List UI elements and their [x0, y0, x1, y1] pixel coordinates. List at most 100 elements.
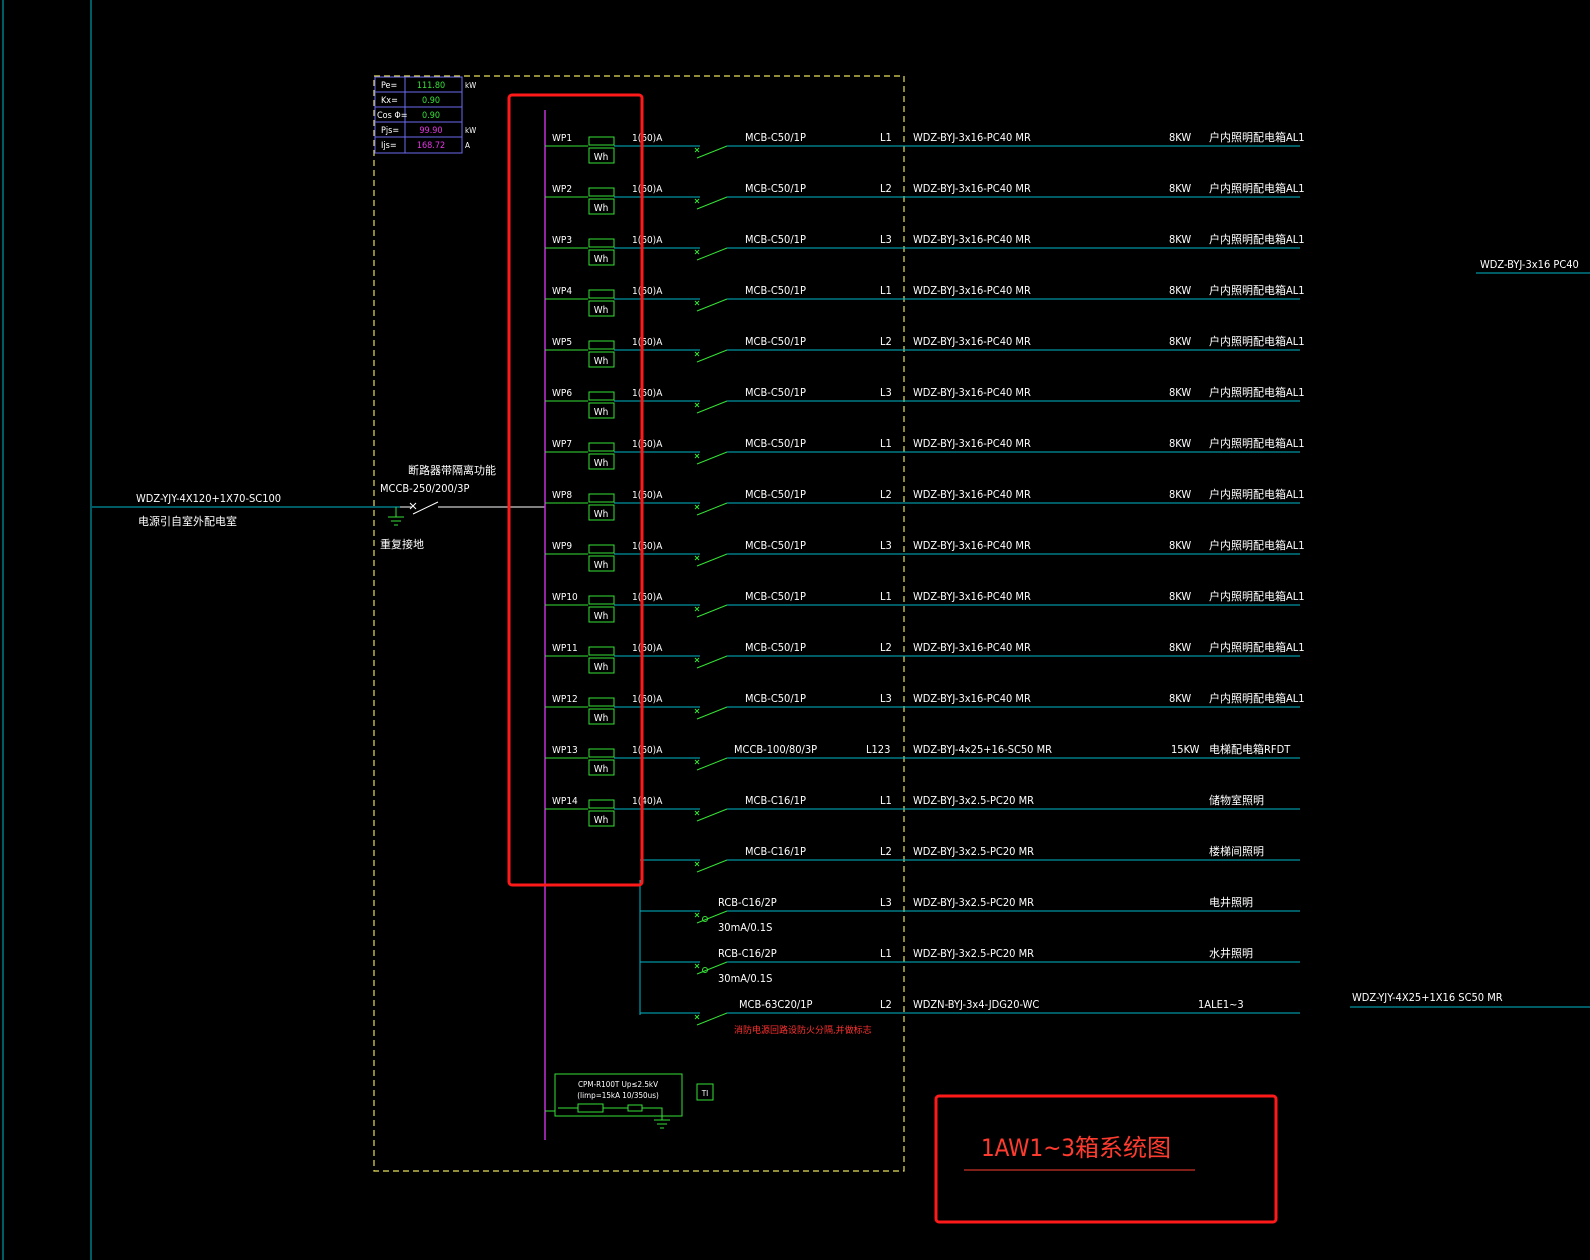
fire-circuit-note: 消防电源回路设防火分隔,并做标志 [734, 1024, 872, 1036]
breaker-label: RCB-C16/2P [718, 896, 777, 909]
breaker-blade [696, 910, 728, 924]
phase-label: L1 [880, 794, 892, 807]
cable-label: WDZ-BYJ-4x25+16-SC50 MR [913, 743, 1052, 756]
param-label: Kx= [381, 96, 398, 106]
breaker-blade [696, 145, 728, 159]
breaker-label: MCB-63C20/1P [739, 998, 813, 1011]
phase-label: L1 [880, 284, 892, 297]
meter-window [588, 136, 615, 146]
meter-rating: 1(60)A [632, 745, 663, 756]
cable-label: WDZ-BYJ-3x2.5-PC20 MR [913, 896, 1034, 909]
cable-label: WDZ-BYJ-3x16-PC40 MR [913, 539, 1031, 552]
cable-label: WDZ-BYJ-3x16-PC40 MR [913, 488, 1031, 501]
cable-label: WDZ-BYJ-3x16-PC40 MR [913, 641, 1031, 654]
breaker-cross-icon [694, 249, 700, 255]
phase-label: L3 [880, 692, 892, 705]
breaker-cross-icon [694, 402, 700, 408]
meter-icon [588, 708, 615, 725]
param-value: 111.80 [417, 81, 445, 91]
spd-rating: (Iimp=15kA 10/350us) [577, 1091, 659, 1100]
load-label: 户内照明配电箱AL1 [1209, 130, 1305, 144]
circuit-id: WP1 [552, 133, 572, 144]
load-label: 户内照明配电箱AL1 [1209, 181, 1305, 195]
breaker-label: MCB-C50/1P [745, 590, 806, 603]
phase-label: L2 [880, 182, 892, 195]
phase-label: L3 [880, 233, 892, 246]
meter-icon [588, 504, 615, 521]
parameter-table: Pe= 111.80 kW Kx= 0.90 Cos Φ= 0.90 Pjs= … [374, 76, 476, 154]
circuit-id: WP11 [552, 643, 578, 654]
meter-icon [588, 810, 615, 827]
param-value: 99.90 [419, 126, 442, 136]
spd-ground-icon [654, 1119, 670, 1129]
breaker-label: MCB-C50/1P [745, 233, 806, 246]
meter-icon [588, 249, 615, 266]
spd-tag: TI [701, 1089, 709, 1098]
highlight-meters-box [507, 93, 644, 887]
phase-label: L3 [880, 386, 892, 399]
meter-label: Wh [594, 713, 609, 724]
circuit-id: WP10 [552, 592, 578, 603]
breaker-cross-icon [694, 606, 700, 612]
incoming-feeder: WDZ-YJY-4X120+1X70-SC100 电源引自室外配电室 断路器带隔… [92, 463, 545, 551]
meter-label: Wh [594, 560, 609, 571]
breaker-label: MCB-C50/1P [745, 335, 806, 348]
breaker-blade [696, 247, 728, 261]
cable-label: WDZ-BYJ-3x16-PC40 MR [913, 335, 1031, 348]
power-label: 8KW [1169, 437, 1191, 450]
meter-label: Wh [594, 254, 609, 265]
meter-label: Wh [594, 509, 609, 520]
circuit-id: WP4 [552, 286, 572, 297]
cable-label: WDZ-BYJ-3x16-PC40 MR [913, 284, 1031, 297]
breaker-cross-icon [694, 147, 700, 153]
breaker-blade [696, 757, 728, 771]
breaker-label: MCB-C50/1P [745, 539, 806, 552]
spd-model: CPM-R100T Up≤2.5kV [578, 1080, 658, 1089]
cable-label: WDZ-BYJ-3x16-PC40 MR [913, 692, 1031, 705]
breaker-label: MCB-C50/1P [745, 386, 806, 399]
breaker-blade [696, 706, 728, 720]
phase-label: L2 [880, 998, 892, 1011]
circuit-id: WP7 [552, 439, 572, 450]
breaker-cross-icon [694, 300, 700, 306]
breaker-cross-icon [694, 912, 700, 918]
spd-tag-box [696, 1083, 714, 1101]
breaker-blade [696, 502, 728, 516]
load-label: 楼梯间照明 [1209, 844, 1264, 858]
meter-window [588, 748, 615, 758]
panel-frame [373, 75, 905, 1172]
phase-label: L1 [880, 131, 892, 144]
rcd-icon [702, 967, 708, 973]
load-label: 户内照明配电箱AL1 [1209, 487, 1305, 501]
meter-rating: 1(40)A [632, 796, 663, 807]
breaker-cross-icon [694, 351, 700, 357]
meter-rating: 1(60)A [632, 694, 663, 705]
load-label: 户内照明配电箱AL1 [1209, 436, 1305, 450]
ground-icon [388, 507, 404, 526]
breaker-cross-icon [694, 963, 700, 969]
power-label: 8KW [1169, 488, 1191, 501]
meter-icon [588, 147, 615, 164]
breaker-label: MCB-C50/1P [745, 692, 806, 705]
cable-label: WDZ-BYJ-3x16-PC40 MR [913, 437, 1031, 450]
right-lower-cable-label: WDZ-YJY-4X25+1X16 SC50 MR [1352, 991, 1503, 1004]
spd-element-icon [558, 1103, 663, 1120]
meter-icon [588, 555, 615, 572]
meter-label: Wh [594, 356, 609, 367]
incoming-source-label: 电源引自室外配电室 [138, 514, 237, 528]
power-label: 8KW [1169, 182, 1191, 195]
meter-icon [588, 657, 615, 674]
meter-rating: 1(60)A [632, 439, 663, 450]
param-label: Pjs= [381, 126, 399, 136]
meter-icon [588, 351, 615, 368]
